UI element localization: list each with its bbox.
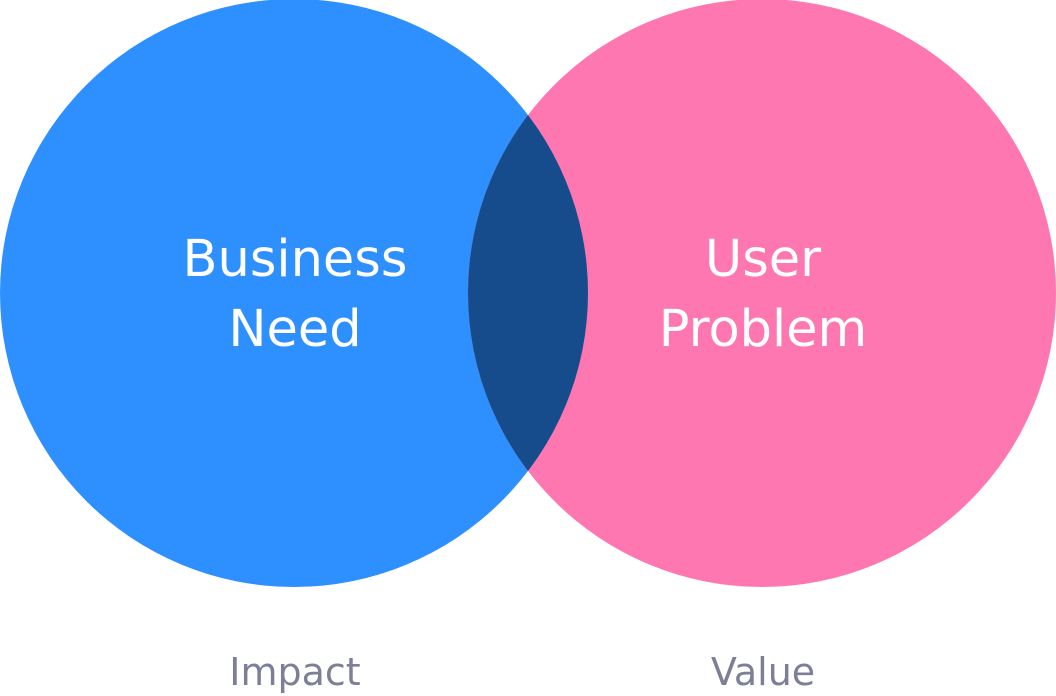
user-problem-label-line1: User	[704, 230, 822, 289]
business-need-label: Business Need	[95, 225, 495, 365]
user-problem-label-line2: Problem	[658, 300, 868, 359]
user-problem-circle	[468, 0, 1056, 587]
business-need-label-line2: Need	[228, 300, 362, 359]
user-problem-label: User Problem	[563, 225, 963, 365]
business-need-label-line1: Business	[182, 230, 408, 289]
business-need-circle	[0, 0, 588, 587]
impact-caption: Impact	[229, 650, 361, 694]
value-caption: Value	[710, 650, 816, 694]
